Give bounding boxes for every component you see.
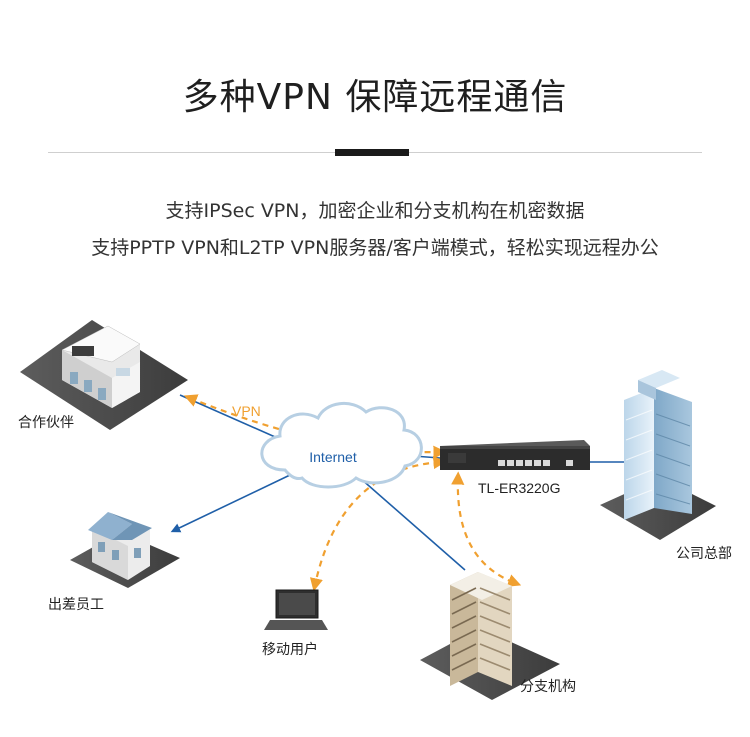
node-label-travel-staff: 出差员工 [48, 597, 104, 613]
divider-accent [335, 149, 409, 156]
vpn-label: VPN [232, 403, 261, 419]
node-label-branch: 分支机构 [520, 679, 576, 695]
internet-cloud [260, 401, 423, 489]
vpn-tunnel-partner [183, 394, 447, 459]
link-travel [170, 474, 291, 533]
router-device [440, 440, 590, 470]
page-title: 多种VPN 保障远程通信 [182, 77, 568, 118]
node-label-hq: 公司总部 [676, 546, 732, 562]
node-label-partner: 合作伙伴 [18, 415, 74, 431]
router-model-label: TL-ER3220G [478, 480, 561, 496]
vpn-tunnel-branch [451, 471, 522, 587]
vpn-tunnel-mobile [309, 455, 447, 592]
partner-building [20, 320, 188, 430]
branch-building [420, 572, 560, 700]
node-label-mobile-user: 移动用户 [262, 642, 318, 658]
travel-staff-house [70, 512, 180, 588]
subtitle-line-2: 支持PPTP VPN和L2TP VPN服务器/客户端模式，轻松实现远程办公 [91, 237, 659, 259]
vpn-tunnels [183, 394, 522, 592]
hq-building [600, 370, 716, 540]
link-branch [359, 477, 466, 571]
cloud-label: Internet [309, 449, 357, 465]
subtitle-line-1: 支持IPSec VPN，加密企业和分支机构在机密数据 [165, 200, 585, 222]
laptop-icon [264, 589, 328, 630]
